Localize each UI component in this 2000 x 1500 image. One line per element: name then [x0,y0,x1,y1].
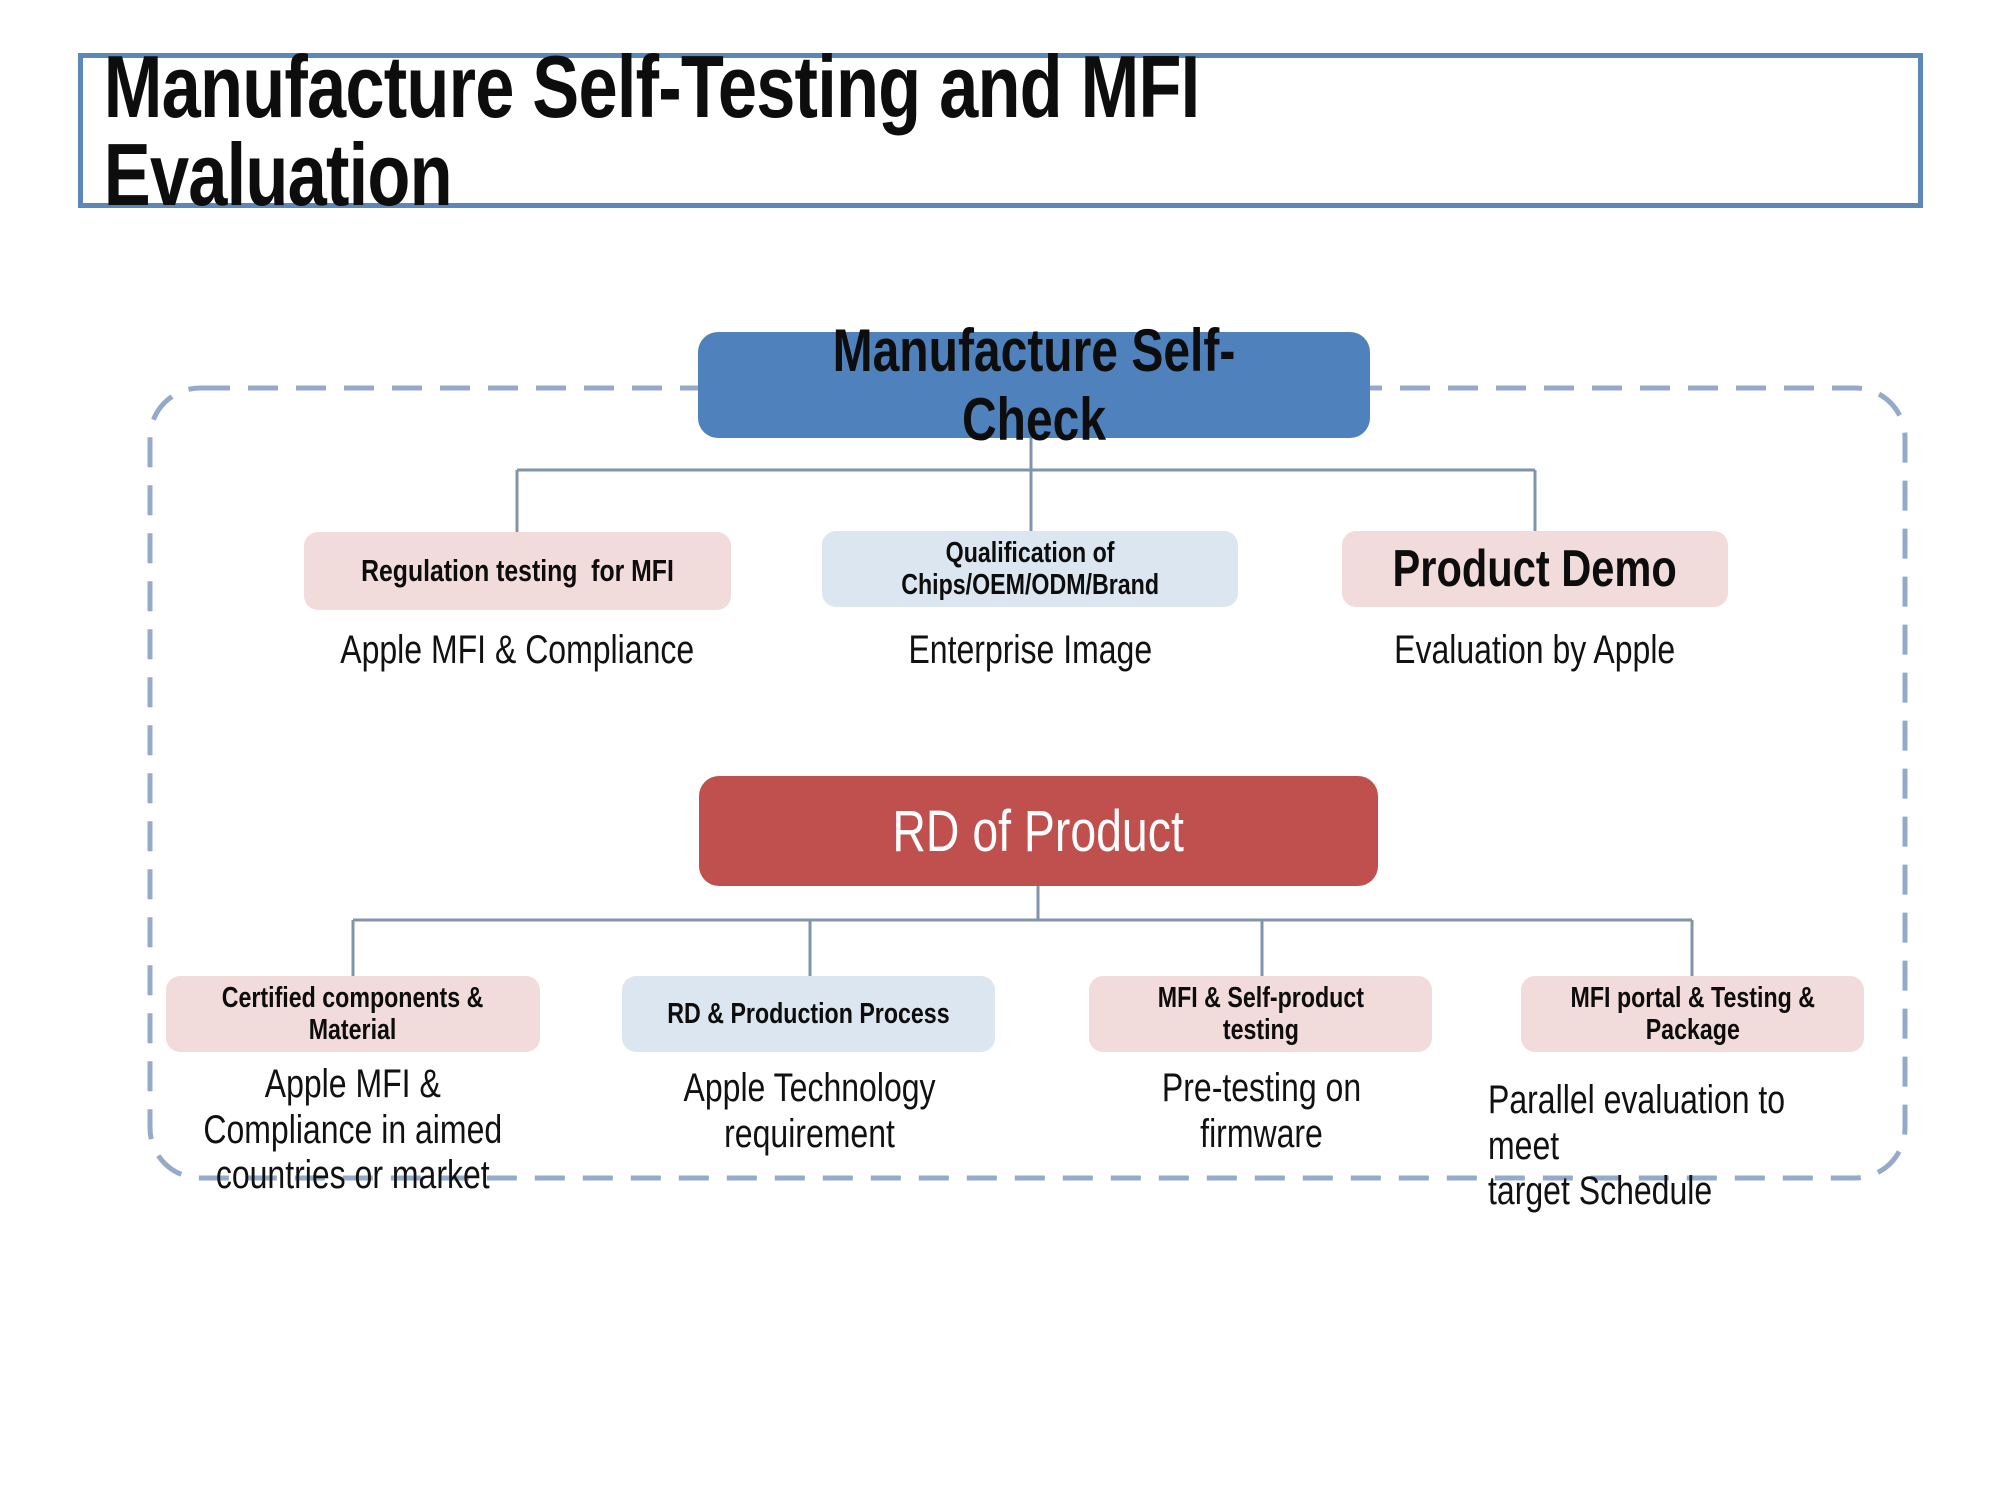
node-rd-production-process: RD & Production Process [622,976,995,1052]
node-qualification-chips-label: Qualification of Chips/OEM/ODM/Brand [901,536,1159,601]
description-certified-components-text: Apple MFI & Compliance in aimed countrie… [203,1062,503,1198]
slide-title: Manufacture Self-Testing and MFI Evaluat… [103,36,1219,224]
description-regulation-text: Apple MFI & Compliance [340,628,694,672]
description-mfi-self-product-testing-text: Pre-testing on firmware [1162,1066,1362,1156]
description-regulation: Apple MFI & Compliance [267,628,767,674]
description-qualification: Enterprise Image [780,628,1280,674]
description-product-demo-text: Evaluation by Apple [1394,628,1676,672]
node-product-demo-label: Product Demo [1392,540,1678,598]
description-product-demo: Evaluation by Apple [1285,628,1785,674]
node-mfi-portal-testing-package: MFI portal & Testing & Package [1521,976,1864,1052]
description-mfi-self-product-testing: Pre-testing on firmware [1062,1066,1462,1157]
node-manufacture-self-check: Manufacture Self-Check [698,317,1370,453]
node-certified-components: Certified components & Material [166,976,540,1052]
description-mfi-portal-testing-package: Parallel evaluation to meet target Sched… [1488,1078,1928,1215]
node-regulation-testing-label: Regulation testing for MFI [361,553,674,588]
description-rd-production-process: Apple Technology requirement [610,1066,1010,1157]
description-rd-production-process-text: Apple Technology requirement [683,1066,937,1156]
node-mfi-self-product-testing-label: MFI & Self-product testing [1157,981,1364,1046]
description-qualification-text: Enterprise Image [908,628,1152,672]
slide-title-box: Manufacture Self-Testing and MFI Evaluat… [78,42,1923,218]
node-product-demo: Product Demo [1342,531,1728,607]
node-rd-of-product: RD of Product [699,776,1378,886]
node-rd-of-product-label: RD of Product [892,798,1185,864]
node-certified-components-label: Certified components & Material [222,981,484,1046]
node-mfi-portal-testing-package-label: MFI portal & Testing & Package [1570,981,1815,1046]
node-regulation-testing: Regulation testing for MFI [304,532,731,610]
node-mfi-self-product-testing: MFI & Self-product testing [1089,976,1432,1052]
description-certified-components: Apple MFI & Compliance in aimed countrie… [153,1062,553,1199]
node-manufacture-self-check-label: Manufacture Self-Check [832,317,1236,453]
node-qualification-chips: Qualification of Chips/OEM/ODM/Brand [822,531,1238,607]
description-mfi-portal-testing-package-text: Parallel evaluation to meet target Sched… [1488,1078,1786,1214]
node-rd-production-process-label: RD & Production Process [667,997,950,1030]
